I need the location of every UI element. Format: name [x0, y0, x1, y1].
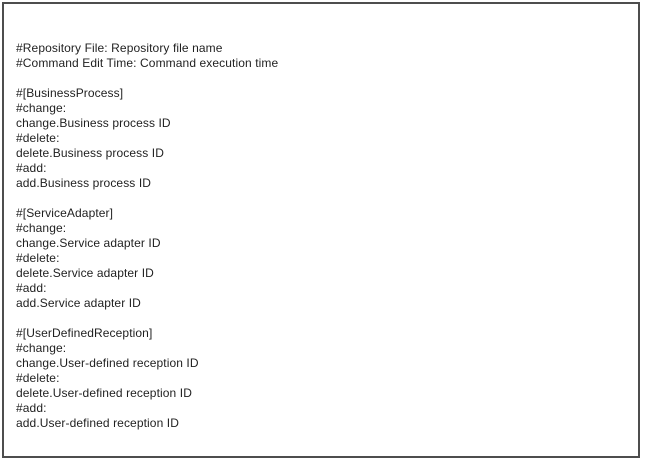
- text-line-blank: [16, 311, 630, 326]
- text-line-add-header: #add:: [16, 161, 47, 175]
- text-line-delete-header: #delete:: [16, 251, 60, 265]
- text-line-change-header: #change:: [16, 101, 67, 115]
- text-line-add-header: #add:: [16, 281, 47, 295]
- text-line-delete-header: #delete:: [16, 131, 60, 145]
- text-line-change-header: #change:: [16, 341, 67, 355]
- text-line-add-service-adapter: add.Service adapter ID: [16, 296, 141, 310]
- text-line-section-business-process: #[BusinessProcess]: [16, 86, 124, 100]
- command-format-box: #Repository File: Repository file name #…: [2, 2, 640, 458]
- text-line-delete-user-defined-reception: delete.User-defined reception ID: [16, 386, 192, 400]
- text-line-delete-service-adapter: delete.Service adapter ID: [16, 266, 154, 280]
- text-line-change-user-defined-reception: change.User-defined reception ID: [16, 356, 199, 370]
- text-line-add-header: #add:: [16, 401, 47, 415]
- text-line-section-user-defined-reception: #[UserDefinedReception]: [16, 326, 153, 340]
- text-line-add-business-process: add.Business process ID: [16, 176, 152, 190]
- text-line-command-edit-time: #Command Edit Time: Command execution ti…: [16, 56, 279, 70]
- text-line-delete-header: #delete:: [16, 371, 60, 385]
- text-line-section-service-adapter: #[ServiceAdapter]: [16, 206, 114, 220]
- text-line-change-business-process: change.Business process ID: [16, 116, 171, 130]
- text-line-blank: [16, 191, 630, 206]
- text-line-delete-business-process: delete.Business process ID: [16, 146, 165, 160]
- text-line-repository-file: #Repository File: Repository file name: [16, 41, 223, 55]
- command-format-text: #Repository File: Repository file name #…: [16, 41, 630, 431]
- text-line-add-user-defined-reception: add.User-defined reception ID: [16, 416, 179, 430]
- text-line-change-service-adapter: change.Service adapter ID: [16, 236, 161, 250]
- text-line-change-header: #change:: [16, 221, 67, 235]
- text-line-blank: [16, 71, 630, 86]
